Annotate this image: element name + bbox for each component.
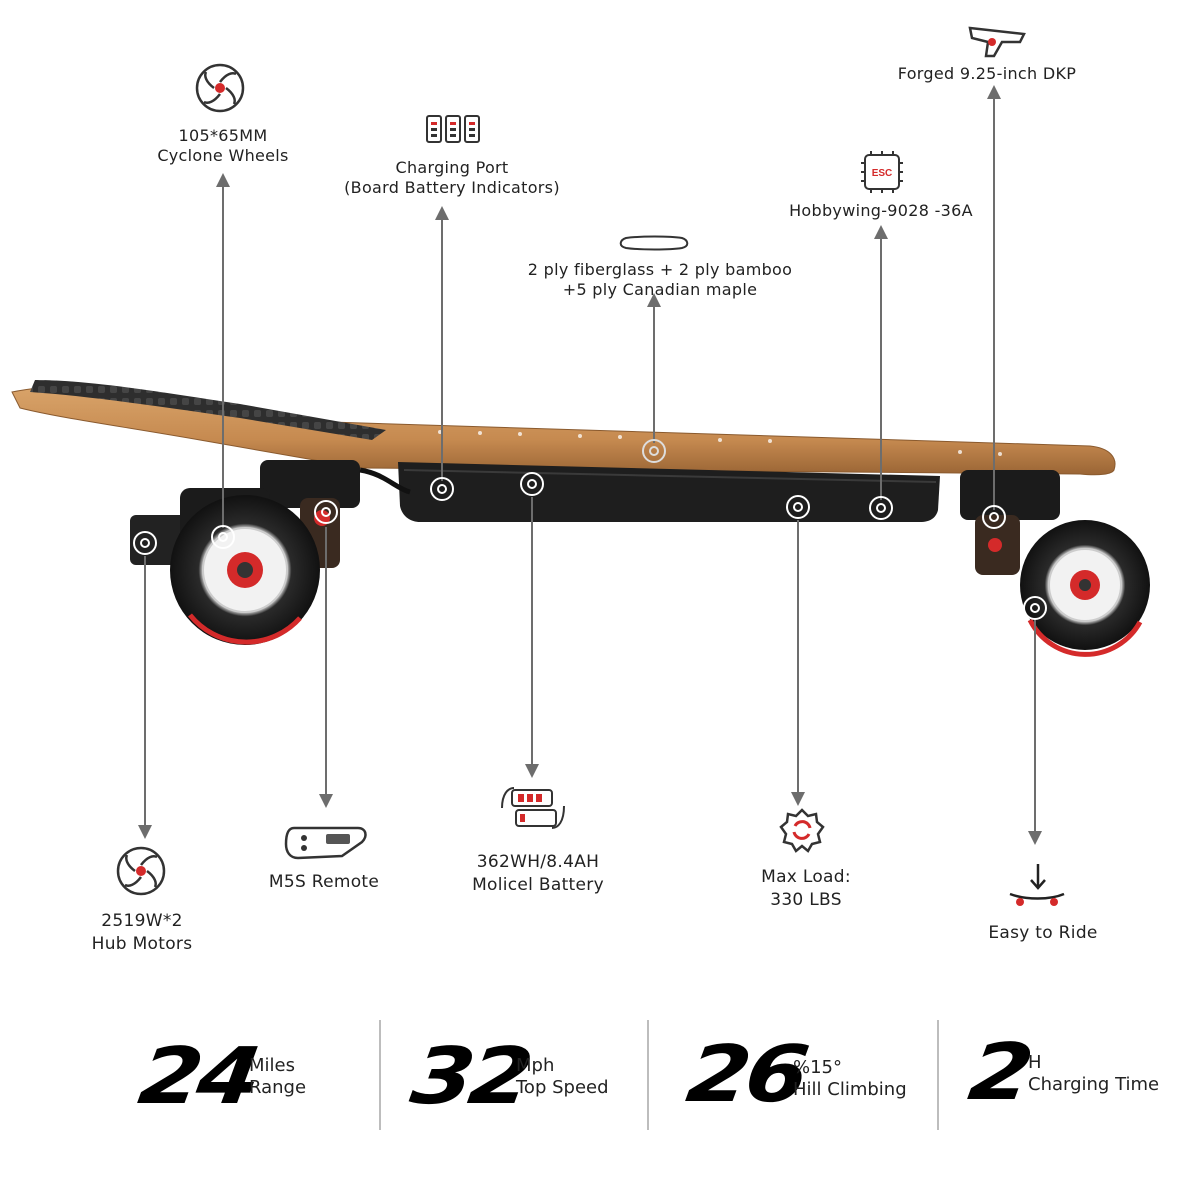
stat-divider — [647, 1020, 649, 1130]
truck-label: Forged 9.25-inch DKP — [897, 64, 1077, 83]
deck — [11, 380, 1116, 476]
front-truck — [960, 470, 1060, 575]
callout-lines — [138, 85, 1042, 845]
deck-label: 2 ply fiberglass + 2 ply bamboo+5 ply Ca… — [527, 260, 793, 299]
hotspots — [133, 439, 1047, 620]
esc-chip-icon: ESC — [861, 151, 903, 193]
esc-chip-text: ESC — [872, 168, 893, 179]
esc-label: Hobbywing-9028 -36A — [789, 201, 973, 220]
charging-time-value: 2 — [963, 1028, 1035, 1118]
truck-icon — [968, 26, 1026, 58]
charging-port-label: Charging Port(Board Battery Indicators) — [344, 158, 560, 197]
hill-climbing-value: 26 — [681, 1030, 810, 1120]
rear-wheel — [170, 495, 320, 645]
stat-divider — [379, 1020, 381, 1130]
max-load-label: Max Load:330 LBS — [761, 867, 851, 910]
range-value: 24 — [133, 1032, 262, 1122]
stat-divider — [937, 1020, 939, 1130]
deck-icon — [619, 235, 689, 251]
hill-climbing-text: %15°Hill Climbing — [793, 1057, 907, 1100]
battery-indicator-icon — [426, 115, 480, 143]
wheel-icon — [195, 63, 245, 113]
top-speed-value: 32 — [405, 1032, 534, 1122]
remote-label: M5S Remote — [268, 872, 380, 892]
battery-enclosure — [398, 462, 940, 522]
easy-ride-label: Easy to Ride — [988, 923, 1098, 943]
easy-ride-icon — [1009, 864, 1065, 906]
load-gear-icon — [779, 808, 825, 853]
battery-cycle-icon — [501, 787, 565, 829]
skateboard-illustration: ESC — [11, 26, 1150, 906]
remote-icon — [284, 826, 367, 860]
hub-motor-icon — [116, 846, 166, 896]
front-wheel — [1020, 520, 1150, 657]
